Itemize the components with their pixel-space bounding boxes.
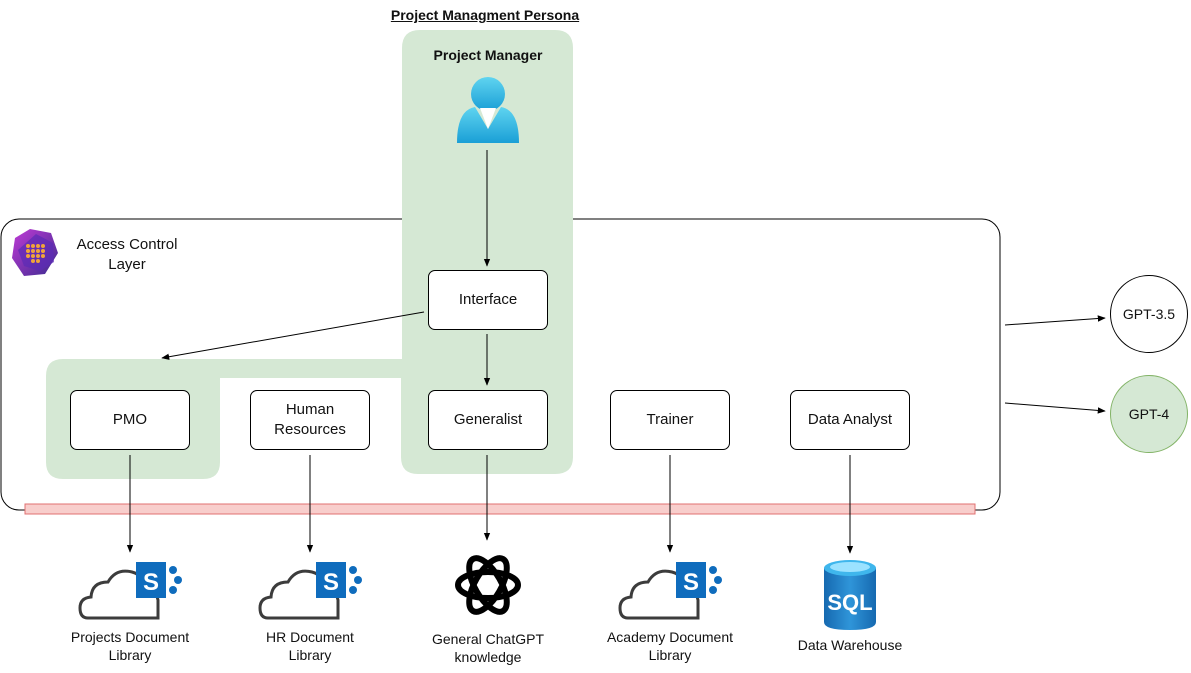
data-analyst-label: Data Analyst <box>807 411 893 428</box>
edge-interface-pmo <box>161 311 425 360</box>
hr-library-caption: HR Document Library <box>266 629 354 663</box>
svg-text:S: S <box>323 569 339 596</box>
hr-node[interactable]: Human Resources <box>250 390 370 450</box>
svg-text:S: S <box>143 569 159 596</box>
chatgpt-knowledge-caption: General ChatGPT knowledge <box>431 631 545 665</box>
trainer-node[interactable]: Trainer <box>610 390 730 450</box>
access-bar <box>24 503 976 515</box>
data-warehouse-caption: Data Warehouse <box>797 637 903 653</box>
generalist-label: Generalist <box>453 411 523 428</box>
gpt4-label: GPT-4 <box>1128 406 1170 422</box>
hr-label: Human Resources <box>274 401 346 438</box>
interface-label: Interface <box>458 291 518 308</box>
interface-node[interactable]: Interface <box>428 270 548 330</box>
svg-text:S: S <box>683 569 699 596</box>
sql-database-icon: SQL <box>824 560 876 630</box>
persona-name: Project Manager <box>433 47 543 63</box>
gpt4-node[interactable]: GPT-4 <box>1110 375 1188 453</box>
diagram-title: Project Managment Persona <box>390 7 580 23</box>
sharepoint-cloud-icon: S <box>618 562 722 620</box>
data-analyst-node[interactable]: Data Analyst <box>790 390 910 450</box>
projects-library-caption: Projects Document Library <box>70 629 190 663</box>
trainer-label: Trainer <box>646 411 694 428</box>
svg-text:SQL: SQL <box>827 590 872 615</box>
pmo-node[interactable]: PMO <box>70 390 190 450</box>
edge-acl-gpt35 <box>1004 315 1106 326</box>
openai-logo-icon <box>455 555 521 615</box>
pmo-label: PMO <box>112 411 148 428</box>
persona-highlight-region <box>46 30 573 479</box>
sharepoint-cloud-icon: S <box>258 562 362 620</box>
sharepoint-cloud-icon: S <box>78 562 182 620</box>
user-icon <box>457 77 519 143</box>
academy-library-caption: Academy Document Library <box>606 629 734 663</box>
edge-acl-gpt4 <box>1004 402 1106 414</box>
gpt35-label: GPT-3.5 <box>1122 306 1176 322</box>
generalist-node[interactable]: Generalist <box>428 390 548 450</box>
gpt35-node[interactable]: GPT-3.5 <box>1110 275 1188 353</box>
access-control-label: Access Control Layer <box>76 236 178 273</box>
access-control-icon <box>12 229 58 276</box>
